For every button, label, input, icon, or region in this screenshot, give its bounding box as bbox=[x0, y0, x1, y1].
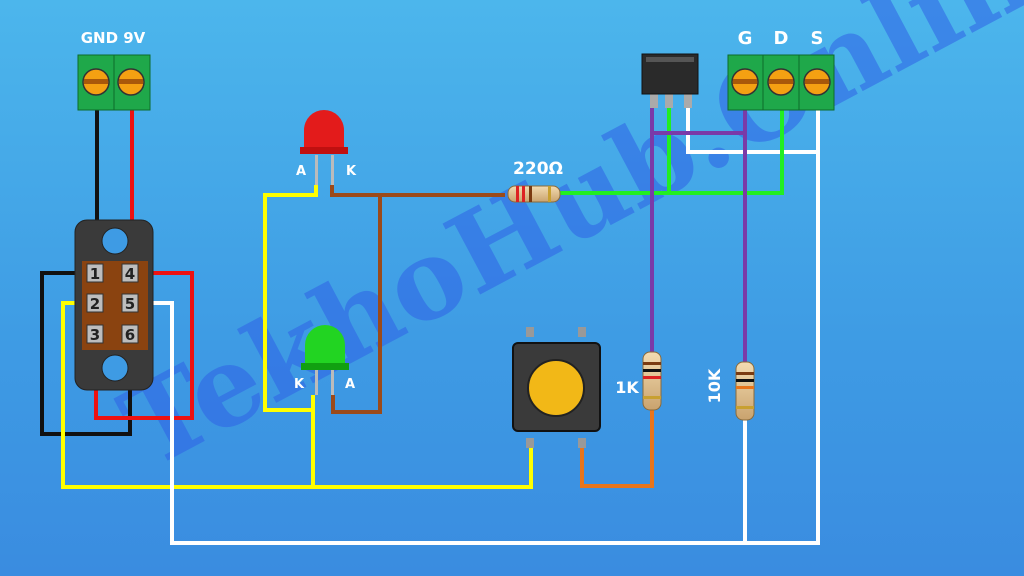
button-cap bbox=[527, 359, 585, 417]
wires bbox=[40, 108, 820, 545]
switch-pin bbox=[86, 293, 104, 313]
brown-wire bbox=[330, 185, 505, 197]
push-button[interactable] bbox=[512, 327, 601, 448]
switch-pin-label: 5 bbox=[125, 295, 135, 313]
green-led-anode-label: A bbox=[345, 377, 355, 392]
red-led bbox=[300, 110, 348, 185]
source-label: S bbox=[811, 28, 824, 49]
green-wire bbox=[560, 110, 784, 195]
power-terminal-block bbox=[77, 54, 151, 111]
resistor-10k-label: 10K bbox=[705, 368, 724, 403]
switch-pin-label: 6 bbox=[125, 326, 135, 344]
white-wire-mosfet bbox=[686, 108, 818, 154]
switch-pin-label: 3 bbox=[90, 326, 100, 344]
yellow-wire-red-led bbox=[263, 185, 318, 412]
switch-pin-label: 4 bbox=[125, 265, 135, 283]
mosfet bbox=[641, 53, 699, 108]
orange-wire bbox=[580, 410, 654, 488]
switch-pin bbox=[86, 263, 104, 283]
switch-pin-label: 1 bbox=[90, 265, 100, 283]
switch-pin bbox=[121, 293, 139, 313]
switch-pin bbox=[86, 324, 104, 344]
resistor-1k bbox=[642, 351, 662, 411]
white-wire bbox=[138, 110, 820, 545]
drain-label: D bbox=[774, 28, 789, 49]
red-wire-loop bbox=[94, 271, 194, 420]
resistor-10k bbox=[735, 361, 755, 421]
resistor-220 bbox=[507, 185, 561, 203]
gds-terminal-block bbox=[727, 54, 835, 111]
dpdt-switch[interactable]: 1 2 3 4 5 6 bbox=[74, 219, 154, 391]
power-terminal-label: GND 9V bbox=[81, 29, 146, 47]
green-led bbox=[301, 325, 349, 395]
yellow-wire bbox=[61, 301, 533, 489]
red-led-cathode-label: K bbox=[346, 164, 357, 179]
switch-pin bbox=[121, 324, 139, 344]
red-led-anode-label: A bbox=[296, 164, 306, 179]
green-led-cathode-label: K bbox=[294, 377, 305, 392]
switch-pin bbox=[121, 263, 139, 283]
black-wire-loop bbox=[40, 271, 132, 436]
resistor-1k-label: 1K bbox=[615, 378, 639, 397]
switch-pin-label: 2 bbox=[90, 295, 100, 313]
brown-wire-green-led bbox=[331, 195, 382, 414]
gate-label: G bbox=[738, 28, 753, 49]
resistor-220-label: 220Ω bbox=[513, 159, 563, 179]
